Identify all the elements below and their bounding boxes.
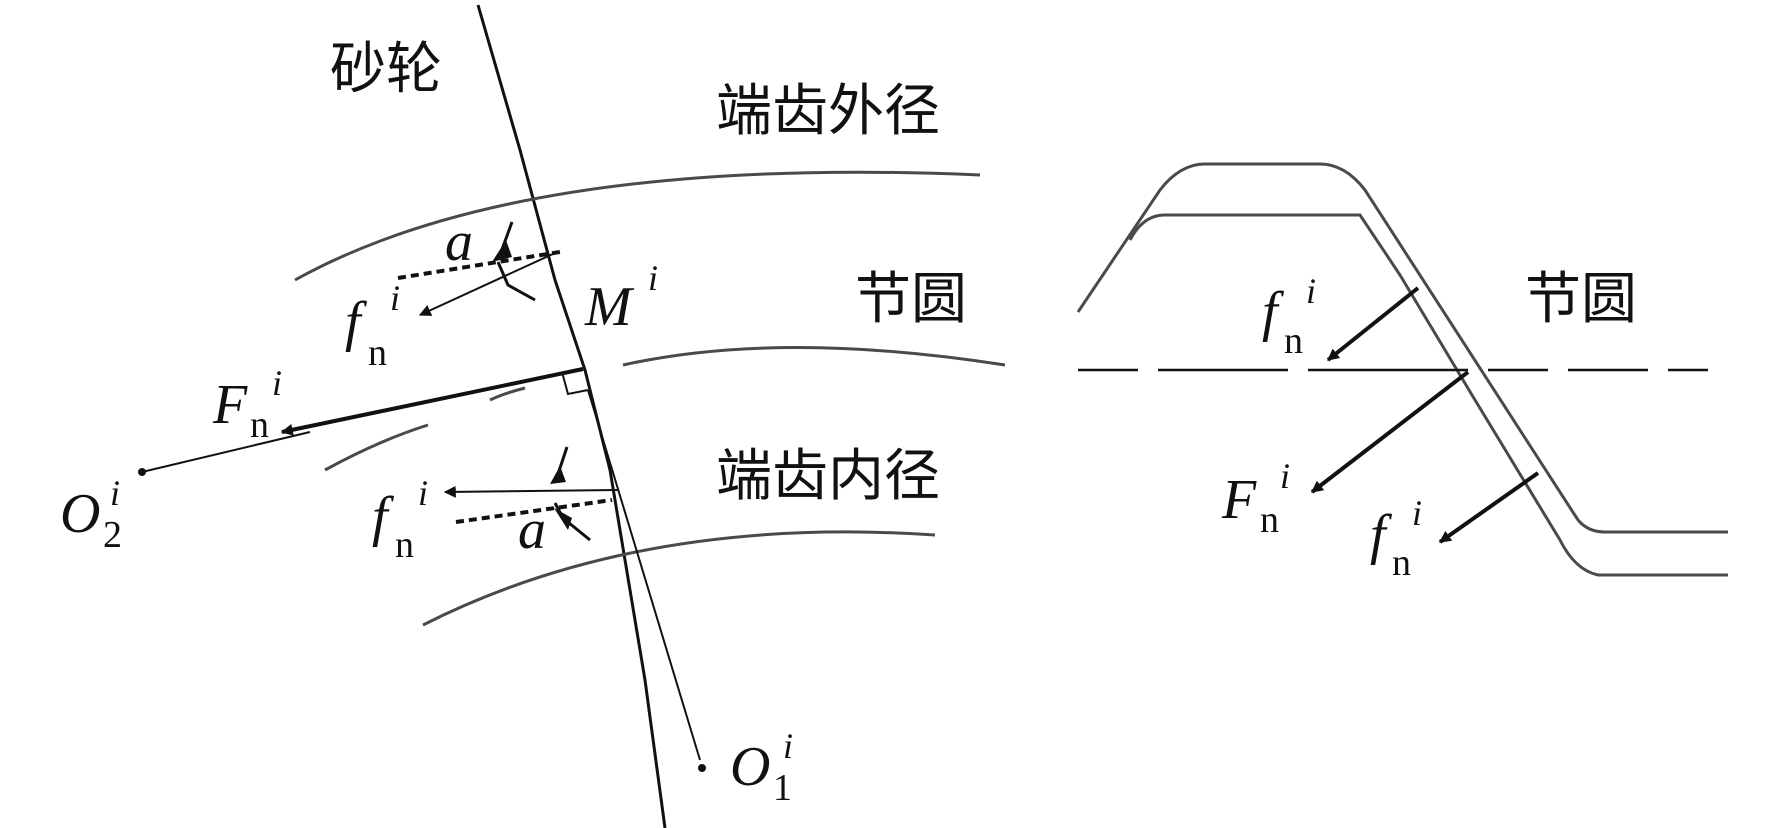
lower-tangent-dashed — [455, 498, 613, 524]
label-O2: O — [60, 483, 100, 545]
force-fn-right-upper-arrow — [1326, 286, 1420, 362]
point-O1 — [698, 764, 706, 772]
label-fn-right-upper-sup: i — [1306, 271, 1316, 311]
force-Fn-arrow-left — [280, 367, 584, 436]
label-fn-right-lower-sub: n — [1392, 542, 1411, 584]
label-Fn-left-sup: i — [272, 363, 282, 403]
pitch-circle-arc-lower-fragment — [489, 386, 526, 402]
alpha-arrowhead-upper — [492, 240, 512, 262]
label-O1-sub: 1 — [773, 767, 792, 809]
alpha-indicator-lower — [553, 446, 591, 542]
label-point-M-sup: i — [648, 258, 658, 298]
label-Fn-right-sub: n — [1260, 499, 1279, 541]
line-to-O1 — [587, 389, 701, 761]
force-Fn-line-to-O2 — [141, 431, 311, 473]
label-fn-right-upper: f — [1262, 281, 1285, 343]
force-Fn-right-arrow — [1310, 370, 1470, 494]
label-Fn-left-sub: n — [250, 404, 269, 446]
label-Fn-left: F — [212, 374, 248, 436]
label-fn-lower-left: f — [372, 486, 395, 548]
label-fn-lower-left-sub: n — [395, 524, 414, 566]
label-point-M: M — [584, 276, 635, 338]
label-fn-upper-left-sup: i — [390, 278, 400, 318]
label-O1-sup: i — [783, 726, 793, 766]
label-fn-right-lower-sup: i — [1412, 493, 1422, 533]
label-fn-right-upper-sub: n — [1284, 320, 1303, 362]
pitch-circle-arc-lower-fragment-2 — [324, 423, 429, 472]
label-O2-sup: i — [110, 473, 120, 513]
alpha-arrowhead-lower — [550, 466, 566, 484]
outer-diameter-arc — [294, 170, 981, 282]
label-fn-upper-left-sub: n — [368, 332, 387, 374]
label-wheel: 砂轮 — [330, 37, 442, 102]
label-pitch-circle-left: 节圆 — [855, 267, 967, 332]
force-fn-upper-arrow — [418, 252, 556, 316]
label-inner-diameter: 端齿内径 — [716, 444, 940, 509]
label-fn-upper-left: f — [345, 291, 368, 353]
label-O2-sub: 2 — [103, 514, 122, 556]
label-alpha-lower: a — [518, 499, 546, 561]
label-O1: O — [730, 736, 770, 798]
tooth-profile-inner — [1128, 213, 1728, 577]
label-pitch-circle-right: 节圆 — [1525, 267, 1637, 332]
label-fn-right-lower: f — [1370, 504, 1393, 566]
inner-diameter-arc — [422, 530, 936, 627]
grinding-wheel-profile — [476, 4, 667, 828]
alpha-arrowhead-lower-2 — [554, 508, 572, 530]
label-alpha-upper: a — [445, 211, 473, 273]
upper-tangent-dashed — [397, 250, 561, 280]
force-fn-lower-arrow — [443, 485, 619, 498]
label-fn-lower-left-sup: i — [418, 473, 428, 513]
right-angle-marker — [561, 371, 589, 396]
force-fn-right-lower-arrow — [1438, 471, 1540, 544]
label-Fn-right-sup: i — [1280, 456, 1290, 496]
label-Fn-right: F — [1221, 469, 1257, 531]
label-outer-diameter: 端齿外径 — [716, 79, 940, 144]
point-O2 — [138, 468, 146, 476]
tooth-profile-outer — [1076, 162, 1728, 534]
pitch-circle-arc-left — [622, 346, 1006, 367]
